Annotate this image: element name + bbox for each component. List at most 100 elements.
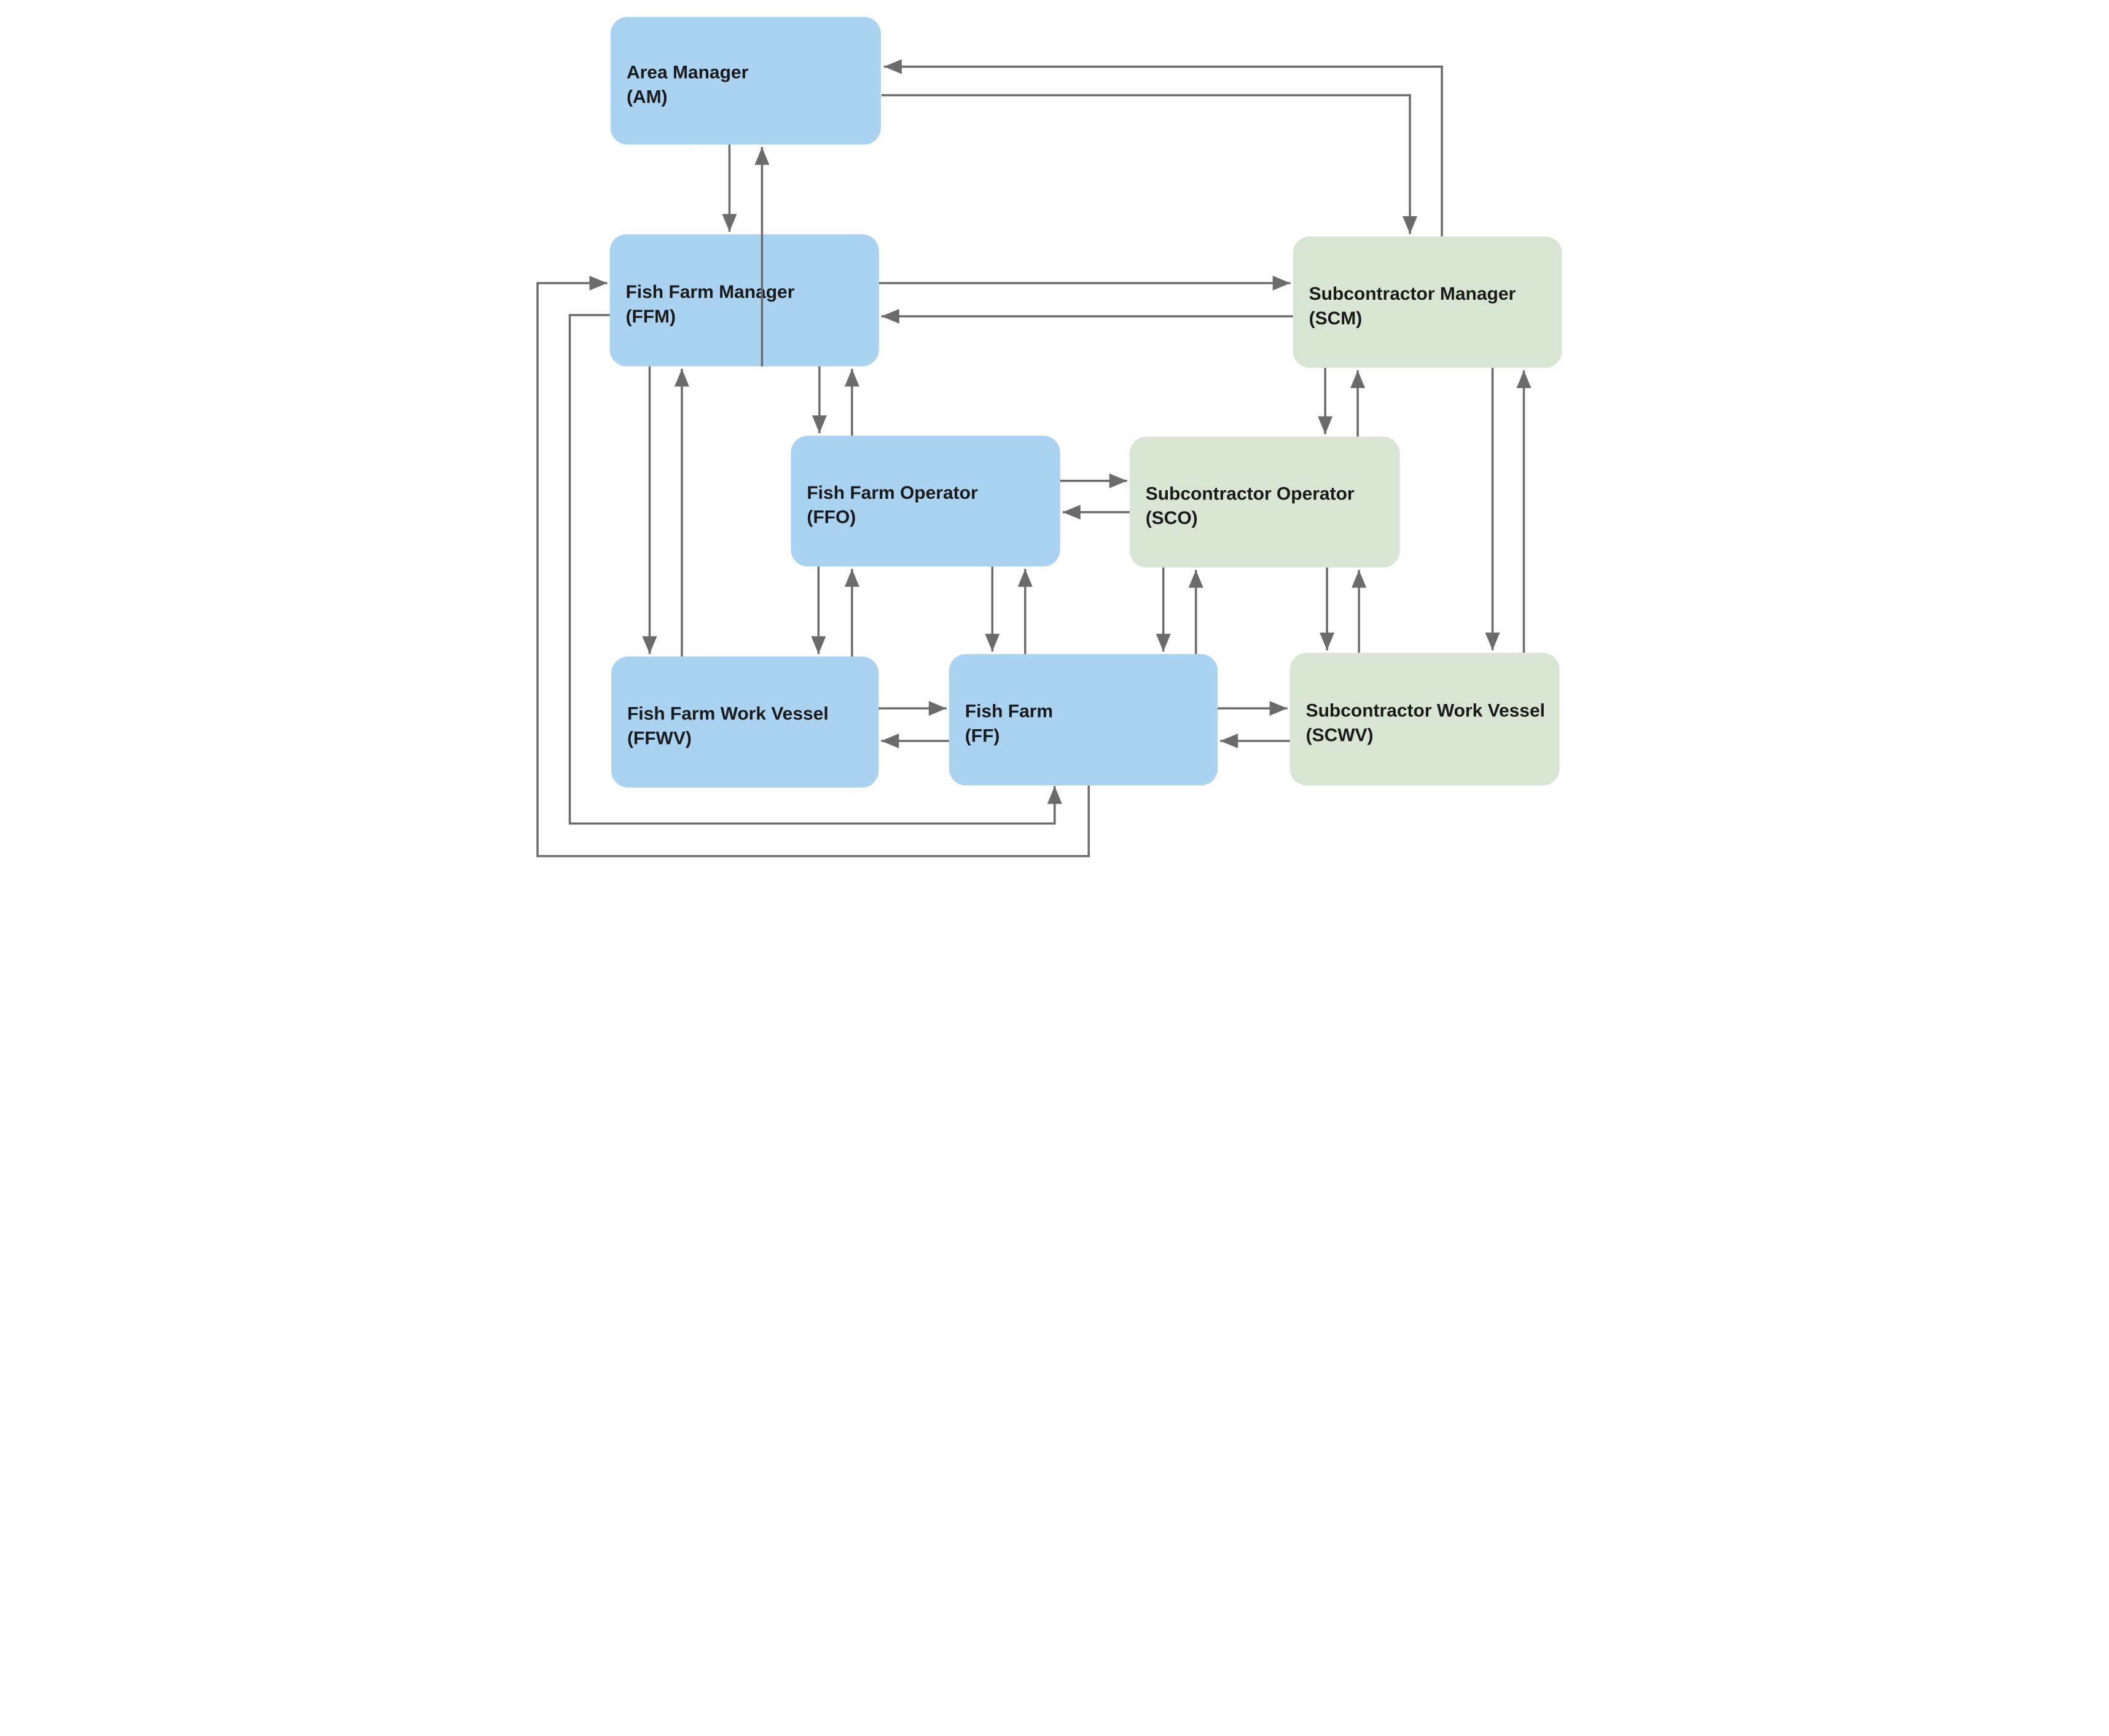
edge-ffo-to-ffwv (810, 566, 826, 654)
edge-scm-to-scwv (1485, 367, 1500, 651)
node-scwv-box (1289, 652, 1560, 786)
edge-scwv-to-ff-arrowhead-icon (1219, 733, 1238, 749)
edge-ffo-to-sco-arrowhead-icon (1109, 473, 1127, 488)
edge-ffwv-to-ff-arrowhead-icon (928, 701, 947, 716)
edge-sco-to-ffo-arrowhead-icon (1062, 504, 1081, 520)
edge-ffo-to-ff (984, 566, 1000, 652)
edge-ffwv-to-ffm-arrowhead-icon (674, 369, 689, 387)
node-am-box (610, 17, 881, 145)
node-scm-label: Subcontractor Manager (1309, 284, 1516, 304)
node-ffo: Fish Farm Operator (FFO) (790, 436, 1060, 567)
edge-ff-to-sco (1188, 569, 1203, 654)
node-sco-box (1129, 436, 1400, 568)
node-ffm-label: Fish Farm Manager (625, 282, 794, 302)
edge-am-to-scm-line (881, 94, 1411, 234)
edge-ffm-to-ff-line (568, 314, 1055, 825)
edge-ff-to-ffo (1017, 569, 1033, 654)
edge-sco-to-scwv-arrowhead-icon (1319, 632, 1334, 651)
edge-ffm-to-am (754, 147, 769, 367)
node-am-label: Area Manager (626, 62, 748, 82)
edge-sco-to-ff (1156, 567, 1171, 652)
edge-am-to-scm-arrowhead-icon (1402, 216, 1417, 234)
node-ffo-abbr-label: (FFO) (807, 507, 856, 528)
edge-ff-to-ffm-line (536, 282, 1090, 858)
edge-sco-to-ff-arrowhead-icon (1156, 633, 1171, 652)
edge-ff-to-ffwv (880, 733, 949, 749)
edge-am-to-ffm-arrowhead-icon (721, 214, 737, 232)
node-sco-abbr-label: (SCO) (1145, 508, 1197, 528)
edge-scwv-to-scm (1516, 370, 1532, 653)
node-ffwv: Fish Farm Work Vessel (FFWV) (611, 656, 878, 788)
node-sco-label: Subcontractor Operator (1145, 483, 1354, 504)
diagram-canvas: Area Manager (AM) Fish Farm Manager (FFM) Su… (536, 17, 1562, 858)
edge-scwv-to-sco-arrowhead-icon (1351, 569, 1366, 588)
node-ff: Fish Farm (FF) (949, 654, 1218, 786)
node-ffwv-box (611, 656, 878, 788)
node-ff-label: Fish Farm (965, 702, 1052, 722)
node-ffo-box (790, 436, 1060, 567)
node-ffwv-abbr-label: (FFWV) (627, 728, 691, 748)
edge-ff-to-ffo-arrowhead-icon (1017, 569, 1033, 587)
edge-scwv-to-ff (1219, 733, 1290, 749)
edge-ffwv-to-ff (878, 701, 947, 716)
edge-ffm-to-scm-arrowhead-icon (1272, 275, 1291, 291)
edge-ffwv-to-ffo-arrowhead-icon (844, 569, 859, 587)
edge-ffo-to-ffwv-arrowhead-icon (810, 636, 826, 654)
edge-ffm-to-am-arrowhead-icon (754, 147, 769, 165)
edge-ffo-to-ffm (844, 369, 859, 436)
edge-ff-to-sco-arrowhead-icon (1188, 569, 1203, 588)
nodes-layer: Area Manager (AM) Fish Farm Manager (FFM) Su… (609, 17, 1562, 788)
edge-scwv-to-scm-arrowhead-icon (1516, 370, 1532, 388)
node-scwv: Subcontractor Work Vessel (SCWV) (1289, 652, 1560, 786)
edge-ffm-to-ffo-arrowhead-icon (812, 415, 827, 434)
edge-ff-to-ffm-arrowhead-icon (589, 275, 607, 291)
edge-sco-to-scm (1350, 370, 1365, 437)
edge-ffwv-to-ffo (844, 569, 859, 657)
node-scm: Subcontractor Manager (SCM) (1293, 236, 1562, 368)
edge-am-to-scm (881, 94, 1417, 234)
edge-scm-to-am-line (883, 65, 1443, 237)
node-scm-abbr-label: (SCM) (1309, 308, 1362, 329)
edge-scm-to-sco-arrowhead-icon (1317, 416, 1332, 434)
node-ffm: Fish Farm Manager (FFM) (609, 234, 879, 367)
node-ffwv-label: Fish Farm Work Vessel (627, 703, 828, 724)
edge-ff-to-ffwv-arrowhead-icon (880, 733, 899, 749)
edge-sco-to-scwv (1319, 567, 1334, 651)
edge-ffwv-to-ffm (674, 369, 689, 657)
node-ffo-label: Fish Farm Operator (807, 483, 978, 503)
edge-ffm-to-ffo (812, 366, 827, 434)
edge-sco-to-ffo (1062, 504, 1130, 520)
edge-scwv-to-sco (1351, 569, 1366, 653)
edge-scm-to-am (883, 59, 1443, 237)
node-scwv-label: Subcontractor Work Vessel (1305, 701, 1544, 721)
edge-ffm-to-ff (568, 314, 1062, 825)
node-ff-abbr-label: (FF) (965, 726, 1000, 746)
edge-ff-to-scwv-arrowhead-icon (1269, 701, 1288, 716)
edge-scm-to-ffm (881, 308, 1293, 324)
edge-ff-to-ffm (536, 275, 1090, 858)
edge-scm-to-scwv-arrowhead-icon (1485, 632, 1500, 651)
node-ffm-box (609, 234, 879, 367)
node-scm-box (1293, 236, 1562, 368)
figure-diagram: Area Manager (AM) Fish Farm Manager (FFM) Su… (528, 0, 1582, 868)
edge-ffm-to-scm (878, 275, 1291, 291)
edge-ffm-to-ff-arrowhead-icon (1047, 786, 1062, 804)
edge-ffm-to-ffwv (641, 366, 657, 654)
edge-ffo-to-ff-arrowhead-icon (984, 633, 1000, 652)
edges-layer (536, 59, 1532, 858)
edge-sco-to-scm-arrowhead-icon (1350, 370, 1365, 388)
node-sco: Subcontractor Operator (SCO) (1129, 436, 1400, 568)
edge-scm-to-am-arrowhead-icon (883, 59, 902, 74)
edge-ffo-to-ffm-arrowhead-icon (844, 369, 859, 387)
edge-am-to-ffm (721, 144, 737, 232)
node-am: Area Manager (AM) (610, 17, 881, 145)
node-ff-box (949, 654, 1218, 786)
edge-scm-to-sco (1317, 367, 1332, 434)
node-ffm-abbr-label: (FFM) (625, 307, 676, 327)
node-scwv-abbr-label: (SCWV) (1305, 725, 1373, 746)
edge-ff-to-scwv (1217, 701, 1288, 716)
edge-ffo-to-sco (1060, 473, 1127, 488)
node-am-abbr-label: (AM) (626, 87, 667, 107)
edge-scm-to-ffm-arrowhead-icon (881, 308, 899, 324)
edge-ffm-to-ffwv-arrowhead-icon (641, 636, 657, 654)
